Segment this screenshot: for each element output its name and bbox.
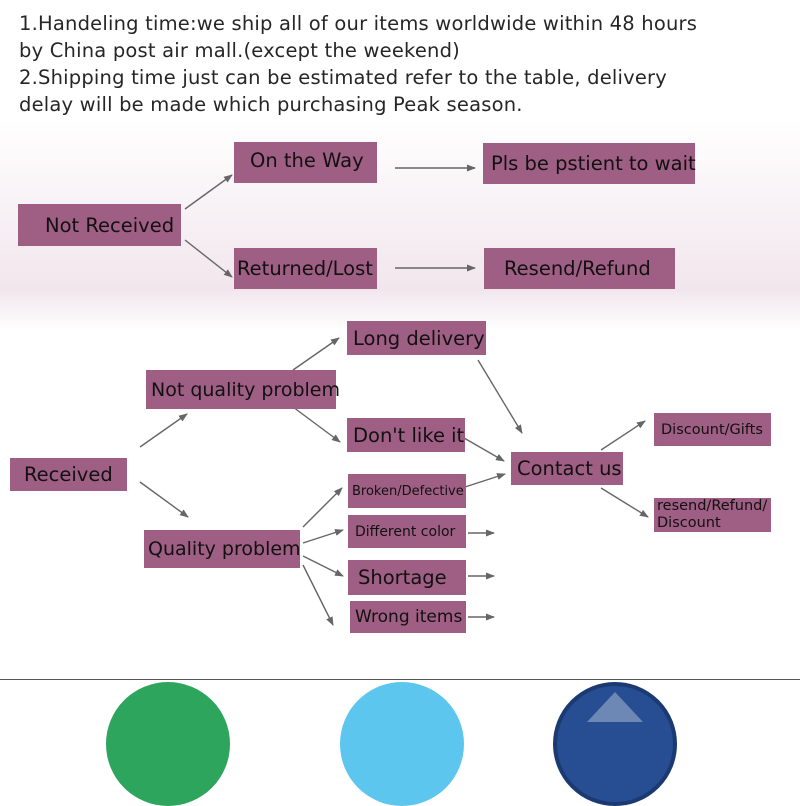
arrow-long-contact [477, 359, 523, 434]
node-shortage: Shortage [348, 560, 466, 595]
node-quality-problem: Quality problem [144, 530, 301, 568]
navy-badge-icon [553, 682, 677, 806]
node-pls-wait: Pls be pstient to wait [483, 143, 696, 184]
arrow-contact-discount [600, 420, 646, 451]
intro-text: 1.Handeling time:we ship all of our item… [19, 10, 789, 118]
node-received-label: Received [24, 463, 113, 486]
node-resend-refund-discount-line2: Discount [657, 515, 721, 531]
node-shortage-label: Shortage [358, 566, 447, 589]
arrow-notquality-dontlike [292, 406, 341, 443]
node-returned-lost: Returned/Lost [234, 248, 377, 289]
node-returned-lost-label: Returned/Lost [237, 257, 373, 280]
node-not-received-label: Not Received [45, 213, 175, 237]
arrow-broken-contact [464, 473, 506, 488]
node-contact-us-label: Contact us [517, 457, 622, 480]
arrow-notreceived-ontheway [184, 174, 233, 210]
arrow-dontlike-contact [463, 437, 505, 462]
node-different-color-label: Different color [355, 523, 456, 540]
node-received: Received [10, 458, 127, 491]
node-broken-defective: Broken/Defective [348, 474, 466, 508]
node-quality-problem-label: Quality problem [148, 538, 301, 560]
badge-triangle-icon [587, 692, 643, 722]
node-not-quality-problem: Not quality problem [146, 370, 340, 409]
node-different-color: Different color [348, 515, 466, 548]
green-circle-icon [106, 682, 230, 806]
node-resend-refund: Resend/Refund [484, 248, 675, 289]
node-resend-refund-label: Resend/Refund [504, 257, 651, 280]
arrow-quality-broken [302, 487, 343, 528]
arrow-received-notquality [139, 413, 188, 448]
node-resend-refund-discount: resend/Refund/ Discount [654, 498, 771, 532]
arrow-quality-wrong [302, 564, 334, 626]
node-pls-wait-label: Pls be pstient to wait [491, 152, 696, 175]
node-long-delivery-label: Long delivery [353, 326, 485, 350]
arrow-quality-color [302, 529, 344, 544]
section-divider [0, 679, 800, 680]
node-broken-defective-label: Broken/Defective [352, 483, 464, 499]
node-dont-like-it: Don't like it [347, 418, 465, 452]
node-resend-refund-discount-line1: resend/Refund/ [657, 498, 768, 514]
intro-line-4: delay will be made which purchasing Peak… [19, 93, 523, 116]
node-discount-gifts: Discount/Gifts [654, 413, 771, 446]
arrow-contact-resend [600, 487, 649, 518]
node-wrong-items-label: Wrong items [355, 607, 463, 627]
node-not-received: Not Received [18, 204, 181, 246]
arrow-notreceived-returned [184, 239, 233, 278]
intro-line-1: 1.Handeling time:we ship all of our item… [19, 12, 698, 35]
node-long-delivery: Long delivery [347, 321, 486, 355]
blue-circle-icon [340, 682, 464, 806]
arrow-notquality-long [292, 337, 340, 371]
arrow-received-quality [139, 481, 189, 518]
arrow-quality-shortage [302, 555, 344, 577]
node-contact-us: Contact us [511, 452, 623, 485]
node-not-quality-problem-label: Not quality problem [151, 378, 340, 401]
node-on-the-way: On the Way [234, 142, 377, 183]
intro-line-2: by China post air mall.(except the weeke… [19, 39, 460, 62]
node-dont-like-it-label: Don't like it [353, 423, 465, 447]
node-wrong-items: Wrong items [350, 601, 466, 633]
intro-line-3: 2.Shipping time just can be estimated re… [19, 66, 668, 89]
flow-arrows [139, 164, 649, 626]
node-on-the-way-label: On the Way [250, 149, 364, 172]
node-discount-gifts-label: Discount/Gifts [661, 422, 763, 438]
